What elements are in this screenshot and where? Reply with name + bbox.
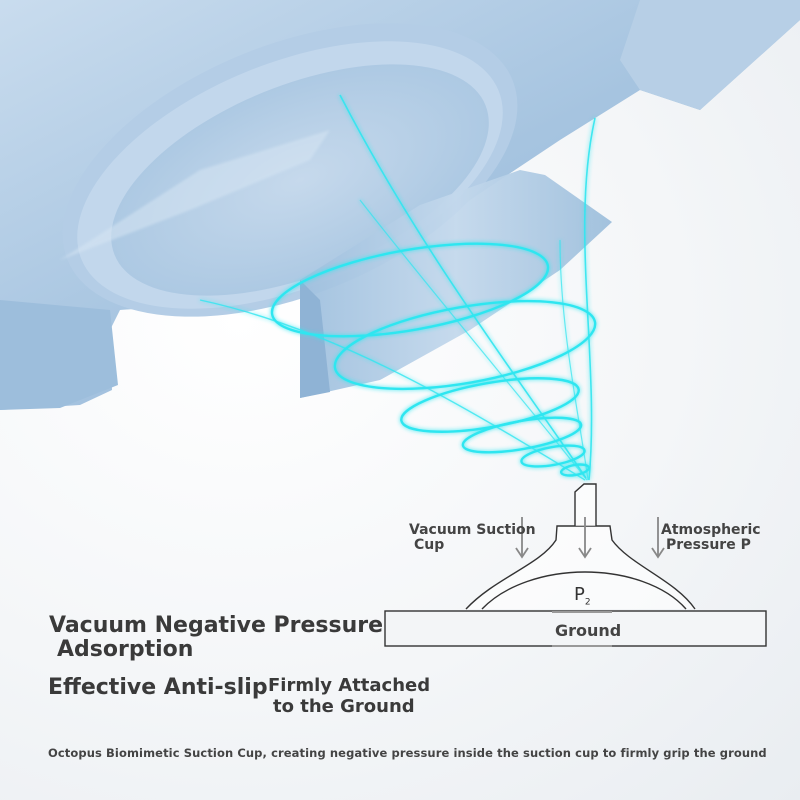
pressure-arrows bbox=[515, 517, 665, 559]
ground-label: Ground bbox=[555, 621, 622, 640]
pressure-p-label: Pressure P bbox=[666, 537, 751, 553]
cup-label: Cup bbox=[414, 537, 445, 553]
headline-anti-slip: Effective Anti-slip bbox=[48, 675, 268, 700]
headline-vacuum: Vacuum Negative Pressure bbox=[49, 613, 384, 638]
vortex-glow bbox=[199, 94, 597, 481]
headline-firmly-attached: Firmly Attached bbox=[268, 675, 431, 696]
caption-text: Octopus Biomimetic Suction Cup, creating… bbox=[48, 746, 767, 760]
headline-adsorption: Adsorption bbox=[57, 637, 194, 662]
ground-bar bbox=[384, 610, 767, 647]
atmospheric-label: Atmospheric bbox=[661, 522, 761, 538]
vacuum-suction-label: Vacuum Suction bbox=[409, 522, 536, 538]
headline-to-ground: to the Ground bbox=[273, 696, 415, 717]
suction-cup-product bbox=[0, 0, 800, 410]
suction-diagram bbox=[384, 483, 767, 647]
p2-label: P2 bbox=[574, 584, 591, 608]
